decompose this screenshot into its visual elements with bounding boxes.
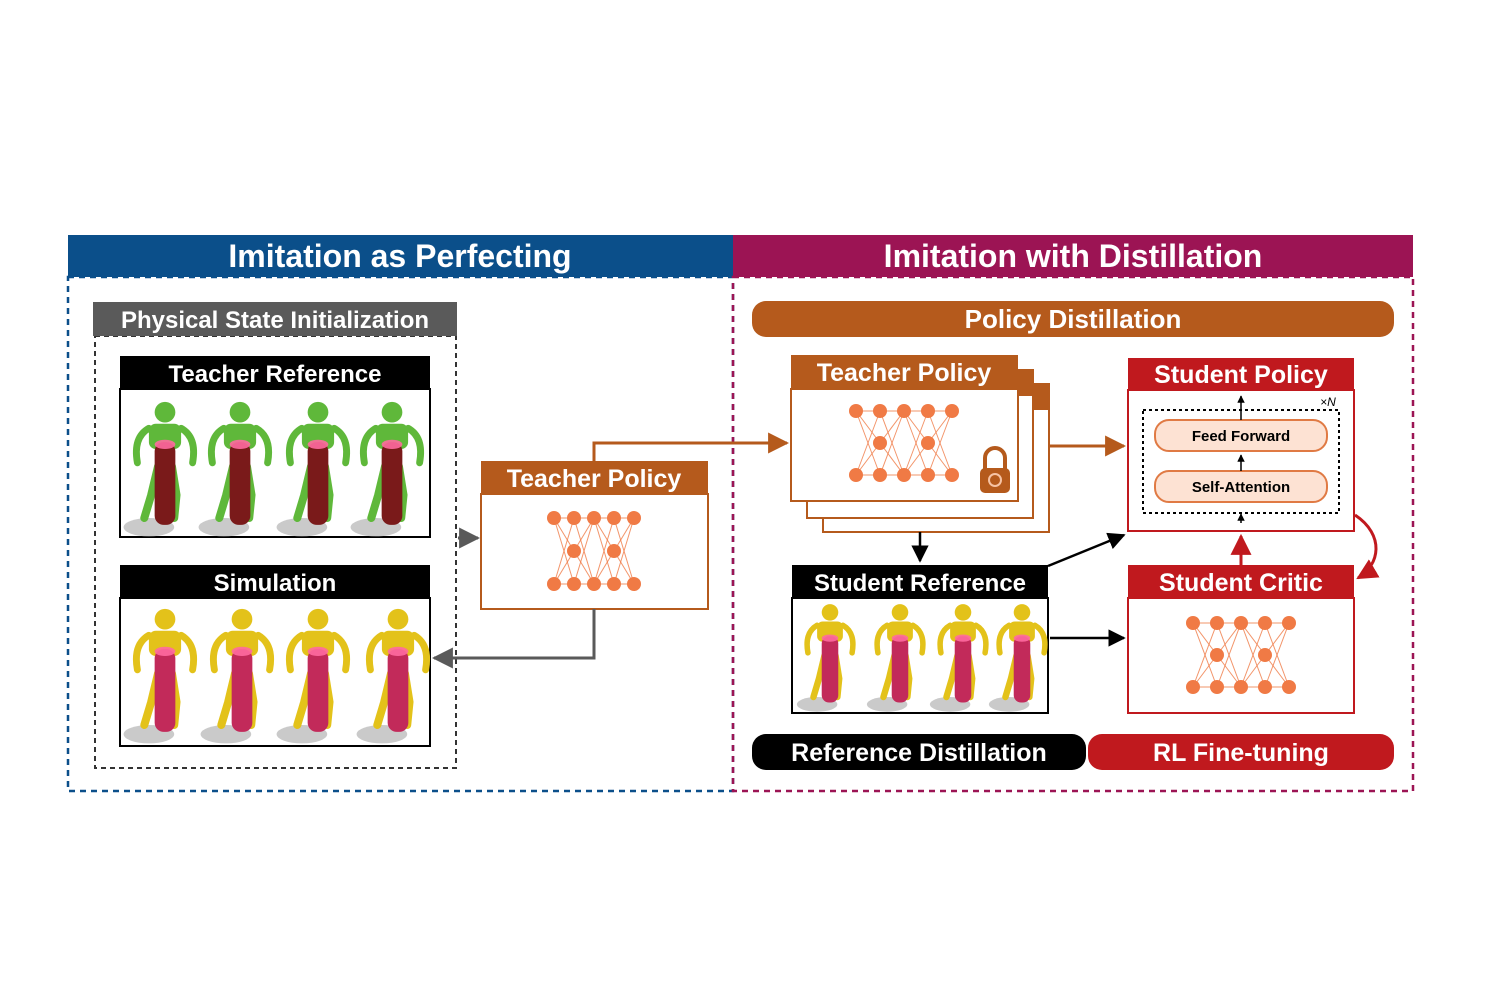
robot-figure-icon — [123, 401, 198, 537]
robot-figure-icon — [198, 401, 273, 537]
robot-figure-icon — [796, 604, 856, 712]
teacher-reference-figures — [123, 401, 425, 537]
policy-distillation-label: Policy Distillation — [965, 304, 1182, 334]
arrow-reference-to-student-policy — [1047, 532, 1126, 568]
simulation-figures — [123, 608, 431, 744]
right-teacher-network-icon — [849, 404, 959, 482]
left-teacher-policy-label: Teacher Policy — [507, 465, 682, 493]
left-teacher-network-icon — [547, 511, 641, 591]
left-panel: Imitation as Perfecting Physical State I… — [66, 235, 735, 793]
robot-figure-icon — [276, 608, 351, 744]
physical-state-header — [93, 302, 457, 336]
student-policy-label: Student Policy — [1154, 361, 1328, 389]
repeat-label: ×N — [1320, 395, 1336, 409]
feed-forward-label: Feed Forward — [1192, 428, 1290, 445]
teacher-reference-label: Teacher Reference — [169, 361, 382, 388]
arrow-policy-loop-to-critic — [1354, 513, 1380, 580]
student-reference-figures — [796, 604, 1048, 712]
arrow-teacher-to-teacher — [592, 432, 790, 461]
lock-icon — [980, 446, 1010, 493]
robot-figure-icon — [276, 401, 351, 537]
robot-figure-icon — [866, 604, 926, 712]
reference-distillation-bar — [752, 734, 1086, 770]
rl-finetuning-label: RL Fine-tuning — [1153, 739, 1329, 767]
student-reference-label: Student Reference — [814, 570, 1026, 597]
student-critic-network-icon — [1186, 616, 1296, 694]
left-panel-header — [68, 235, 733, 277]
right-panel-header — [733, 235, 1413, 277]
right-panel-title: Imitation with Distillation — [884, 238, 1263, 274]
arrow-policy-to-simulation — [431, 609, 596, 669]
self-attention-label: Self-Attention — [1192, 479, 1290, 496]
robot-figure-icon — [988, 604, 1048, 712]
left-panel-title: Imitation as Perfecting — [228, 238, 571, 274]
rl-finetuning-bar — [1088, 734, 1394, 770]
policy-distillation-bar — [752, 301, 1394, 337]
reference-distillation-label: Reference Distillation — [791, 739, 1047, 767]
robot-figure-icon — [200, 608, 275, 744]
student-critic-box — [1127, 597, 1355, 714]
robot-figure-icon — [350, 401, 425, 537]
simulation-label: Simulation — [214, 570, 337, 597]
student-critic-label: Student Critic — [1159, 569, 1323, 597]
robot-figure-icon — [929, 604, 989, 712]
physical-state-label: Physical State Initialization — [121, 307, 429, 334]
right-panel: Imitation with Distillation Policy Disti… — [592, 235, 1415, 793]
right-teacher-policy-label: Teacher Policy — [817, 359, 992, 387]
robot-figure-icon — [123, 608, 198, 744]
robot-figure-icon — [356, 608, 431, 744]
